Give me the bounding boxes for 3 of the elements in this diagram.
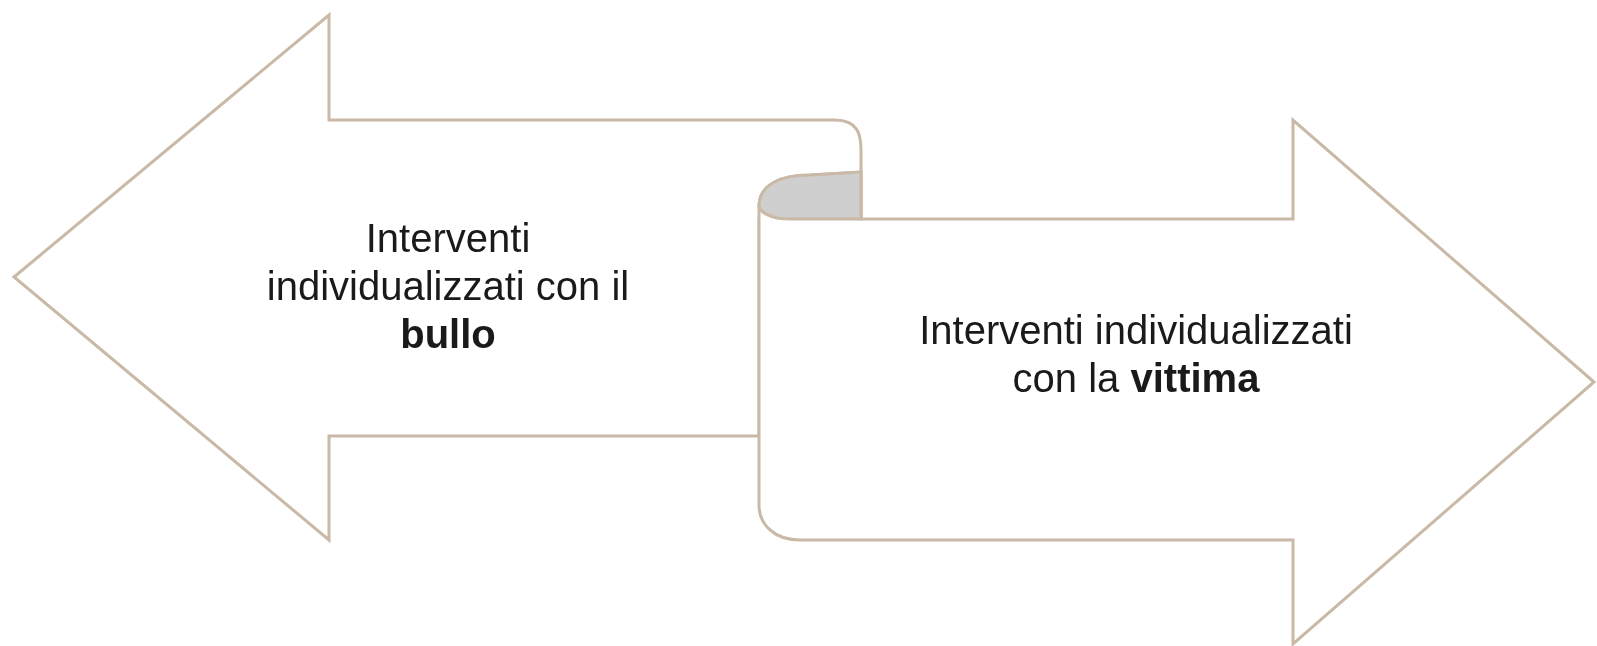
arrow-label: Interventi individualizzati con la vittima <box>918 307 1354 402</box>
left-arrow-shape <box>10 11 865 544</box>
arrow-label: Interventi individualizzati con il bullo <box>265 215 631 358</box>
